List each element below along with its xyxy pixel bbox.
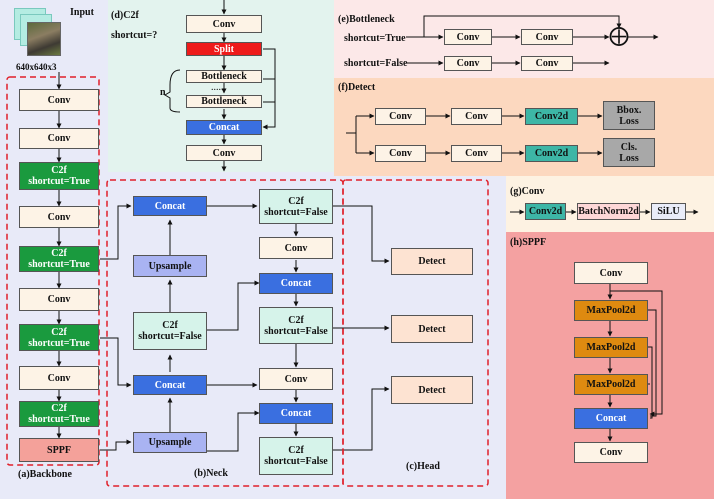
c2f-split: Split (186, 42, 262, 56)
neck-upsample-2: Upsample (133, 432, 207, 453)
neck-c2f-2: C2f shortcut=False (259, 189, 333, 224)
c2f-bottleneck-2: Bottleneck (186, 95, 262, 108)
convblock-title: (g)Conv (510, 186, 545, 197)
neck-conv-2: Conv (259, 368, 333, 390)
c2f-dots: ...... (211, 82, 226, 93)
neck-upsample-1: Upsample (133, 255, 207, 277)
bottleneck-conv-4: Conv (521, 56, 573, 71)
c2f-conv-top: Conv (186, 15, 262, 33)
head-detect-3: Detect (391, 376, 473, 404)
backbone-conv-2: Conv (19, 128, 99, 149)
backbone-title: (a)Backbone (18, 469, 72, 480)
bottleneck-plus-icon: ⨁ (609, 25, 629, 47)
convblock-conv2d: Conv2d (525, 203, 566, 220)
detect-bbox-loss: Bbox. Loss (603, 101, 655, 130)
backbone-c2f-4: C2f shortcut=True (19, 401, 99, 427)
backbone-c2f-3: C2f shortcut=True (19, 324, 99, 351)
bottleneck-conv-3: Conv (444, 56, 492, 71)
bottleneck-row-false: shortcut=False (344, 58, 408, 69)
sppf-maxpool-1: MaxPool2d (574, 300, 648, 321)
neck-c2f-1: C2f shortcut=False (133, 312, 207, 350)
detect-conv-2a: Conv (375, 145, 426, 162)
head-title: (c)Head (406, 461, 440, 472)
sppf-conv-bottom: Conv (574, 442, 648, 463)
input-image (27, 22, 61, 56)
neck-c2f-3: C2f shortcut=False (259, 307, 333, 344)
neck-conv-1: Conv (259, 237, 333, 259)
backbone-sppf: SPPF (19, 438, 99, 462)
convblock-silu: SiLU (651, 203, 686, 220)
backbone-conv-4: Conv (19, 288, 99, 311)
head-detect-1: Detect (391, 248, 473, 275)
c2f-shortcut-label: shortcut=? (111, 30, 158, 41)
neck-concat-2: Concat (133, 375, 207, 395)
neck-concat-1: Concat (133, 196, 207, 216)
neck-concat-3: Concat (259, 273, 333, 294)
sppf-concat: Concat (574, 408, 648, 429)
backbone-conv-5: Conv (19, 366, 99, 390)
neck-concat-4: Concat (259, 403, 333, 424)
detect-cls-loss: Cls. Loss (603, 138, 655, 167)
bottleneck-row-true: shortcut=True (344, 33, 406, 44)
detect-title: (f)Detect (338, 82, 376, 93)
bottleneck-conv-2: Conv (521, 29, 573, 45)
sppf-maxpool-3: MaxPool2d (574, 374, 648, 395)
sppf-maxpool-2: MaxPool2d (574, 337, 648, 358)
backbone-c2f-1: C2f shortcut=True (19, 162, 99, 190)
backbone-conv-1: Conv (19, 89, 99, 111)
sppf-conv-top: Conv (574, 262, 648, 284)
convblock-batchnorm: BatchNorm2d (577, 203, 640, 220)
detect-conv-1b: Conv (451, 108, 502, 125)
detect-conv-2b: Conv (451, 145, 502, 162)
c2f-conv-bottom: Conv (186, 145, 262, 161)
input-size-label: 640x640x3 (16, 62, 57, 72)
c2f-bottleneck-1: Bottleneck (186, 70, 262, 83)
bottleneck-conv-1: Conv (444, 29, 492, 45)
backbone-c2f-2: C2f shortcut=True (19, 246, 99, 272)
c2f-n-label: n (160, 87, 166, 98)
input-label: Input (70, 7, 94, 18)
detect-conv-1a: Conv (375, 108, 426, 125)
c2f-title: (d)C2f (111, 10, 139, 21)
detect-conv2d-2: Conv2d (525, 145, 578, 162)
sppf-title: (h)SPPF (510, 237, 547, 248)
c2f-concat: Concat (186, 120, 262, 135)
backbone-conv-3: Conv (19, 206, 99, 228)
neck-c2f-4: C2f shortcut=False (259, 437, 333, 475)
head-detect-2: Detect (391, 315, 473, 343)
bottleneck-title: (e)Bottleneck (338, 14, 395, 25)
detect-conv2d-1: Conv2d (525, 108, 578, 125)
neck-title: (b)Neck (194, 468, 228, 479)
